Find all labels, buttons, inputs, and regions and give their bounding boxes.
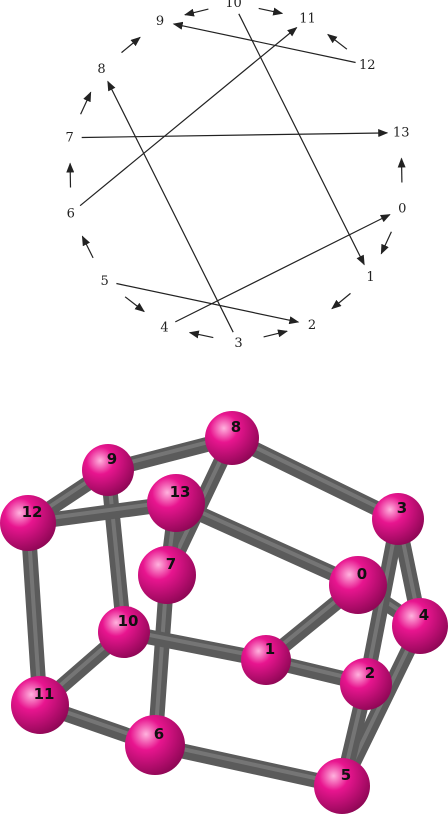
atom-label-8: 8 bbox=[231, 418, 241, 436]
atom-6: 6 bbox=[125, 715, 185, 775]
edge-7-to-13 bbox=[81, 129, 389, 139]
atom-3: 3 bbox=[372, 493, 424, 545]
atom-9: 9 bbox=[82, 444, 134, 496]
edge-5-to-4 bbox=[124, 296, 145, 313]
atom-7: 7 bbox=[138, 546, 196, 604]
atom-sphere-11 bbox=[11, 676, 69, 734]
atom-sphere-4 bbox=[392, 598, 448, 654]
atom-5: 5 bbox=[314, 758, 370, 814]
vertex-label-3: 3 bbox=[234, 336, 242, 351]
edge-7-to-8 bbox=[80, 91, 92, 115]
atom-0: 0 bbox=[329, 556, 387, 614]
vertex-label-5: 5 bbox=[101, 274, 109, 289]
bond-highlight-6-5 bbox=[153, 741, 344, 786]
vertex-label-9: 9 bbox=[156, 14, 164, 29]
atom-11: 11 bbox=[11, 676, 69, 734]
vertex-label-6: 6 bbox=[67, 206, 75, 221]
atom-sphere-3 bbox=[372, 493, 424, 545]
atom-sphere-6 bbox=[125, 715, 185, 775]
vertex-label-11: 11 bbox=[299, 12, 316, 27]
atom-label-5: 5 bbox=[341, 766, 351, 784]
atom-sphere-7 bbox=[138, 546, 196, 604]
edge-0-to-1 bbox=[380, 231, 392, 255]
atom-sphere-0 bbox=[329, 556, 387, 614]
edge-5-to-6 bbox=[81, 235, 94, 259]
atom-2: 2 bbox=[340, 658, 392, 710]
vertex-label-10: 10 bbox=[225, 0, 242, 11]
edge-3-to-8 bbox=[107, 80, 234, 333]
atom-1: 1 bbox=[241, 635, 291, 685]
atom-13: 13 bbox=[147, 474, 205, 532]
bond-highlight-13-0 bbox=[174, 499, 360, 585]
atom-label-2: 2 bbox=[365, 664, 375, 682]
atom-10: 10 bbox=[98, 606, 150, 658]
atom-sphere-2 bbox=[340, 658, 392, 710]
atom-label-0: 0 bbox=[357, 565, 367, 583]
atom-label-13: 13 bbox=[170, 483, 191, 501]
atom-label-6: 6 bbox=[154, 725, 164, 743]
atom-sphere-5 bbox=[314, 758, 370, 814]
atom-sphere-8 bbox=[205, 411, 259, 465]
atom-label-10: 10 bbox=[118, 612, 139, 630]
atom-sphere-1 bbox=[241, 635, 291, 685]
atom-12: 12 bbox=[0, 495, 56, 551]
edge-3-to-2 bbox=[263, 329, 288, 338]
edge-10-to-1 bbox=[238, 13, 365, 266]
edge-10-to-11 bbox=[258, 7, 284, 16]
vertex-label-8: 8 bbox=[97, 62, 105, 77]
atom-label-9: 9 bbox=[107, 450, 117, 468]
vertex-label-0: 0 bbox=[398, 201, 406, 216]
edge-6-to-11 bbox=[79, 26, 298, 207]
atom-sphere-13 bbox=[147, 474, 205, 532]
vertex-label-12: 12 bbox=[359, 58, 376, 73]
edge-10-to-9 bbox=[184, 8, 209, 17]
atom-sphere-12 bbox=[0, 495, 56, 551]
bond-highlight-8-3 bbox=[230, 434, 400, 519]
vertex-label-1: 1 bbox=[366, 270, 374, 285]
atom-label-3: 3 bbox=[397, 499, 407, 517]
edge-12-to-9 bbox=[172, 21, 356, 64]
edge-3-to-4 bbox=[188, 330, 214, 339]
vertex-label-2: 2 bbox=[308, 318, 316, 333]
edge-1-to-2 bbox=[331, 292, 351, 310]
atom-label-7: 7 bbox=[166, 555, 176, 573]
atom-sphere-9 bbox=[82, 444, 134, 496]
atom-label-1: 1 bbox=[265, 640, 275, 658]
vertex-label-4: 4 bbox=[160, 320, 168, 335]
vertex-label-7: 7 bbox=[66, 131, 74, 146]
vertex-label-13: 13 bbox=[393, 126, 410, 141]
atom-8: 8 bbox=[205, 411, 259, 465]
bond-highlight-12-11 bbox=[26, 519, 42, 705]
atom-label-11: 11 bbox=[34, 685, 55, 703]
atom-label-12: 12 bbox=[22, 503, 43, 521]
atom-sphere-10 bbox=[98, 606, 150, 658]
edge-8-to-9 bbox=[121, 36, 141, 54]
edge-5-to-2 bbox=[116, 282, 300, 325]
atom-4: 4 bbox=[392, 598, 448, 654]
edge-4-to-0 bbox=[175, 214, 391, 323]
atom-label-4: 4 bbox=[419, 606, 429, 624]
edge-12-to-11 bbox=[327, 33, 348, 50]
